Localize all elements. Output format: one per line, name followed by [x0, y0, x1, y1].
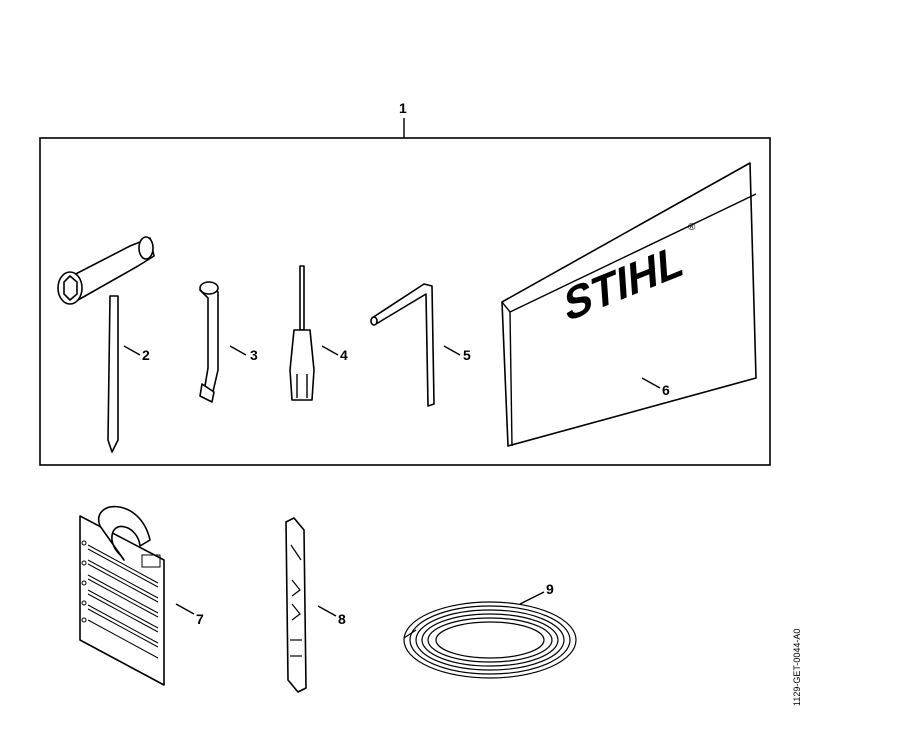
hex-key	[370, 283, 435, 407]
leader-4	[321, 345, 339, 356]
hang-tag	[79, 505, 165, 686]
leader-6	[641, 377, 661, 389]
tool-kit-box	[39, 137, 771, 466]
filing-gauge	[285, 517, 307, 693]
callout-8: 8	[338, 611, 346, 627]
callout-3: 3	[250, 347, 258, 363]
screwdriver	[289, 265, 315, 401]
leader-8	[317, 605, 337, 617]
drawing-code: 1129-GET-0044-A0	[792, 628, 802, 706]
tool-pouch: STIHL ®	[501, 162, 757, 447]
registered-mark: ®	[688, 222, 696, 233]
callout-1: 1	[399, 100, 407, 116]
callout-7: 7	[196, 611, 204, 627]
callout-5: 5	[463, 347, 471, 363]
leader-7	[175, 603, 195, 615]
offset-wrench	[199, 281, 219, 403]
combination-wrench	[57, 236, 155, 453]
callout-6: 6	[662, 382, 670, 398]
leader-5	[443, 345, 461, 356]
callout-9: 9	[546, 581, 554, 597]
coiled-cord	[403, 601, 577, 679]
leader-3	[229, 345, 247, 356]
leader-2	[123, 345, 141, 356]
leader-9	[519, 591, 545, 605]
callout-2: 2	[142, 347, 150, 363]
callout-4: 4	[340, 347, 348, 363]
